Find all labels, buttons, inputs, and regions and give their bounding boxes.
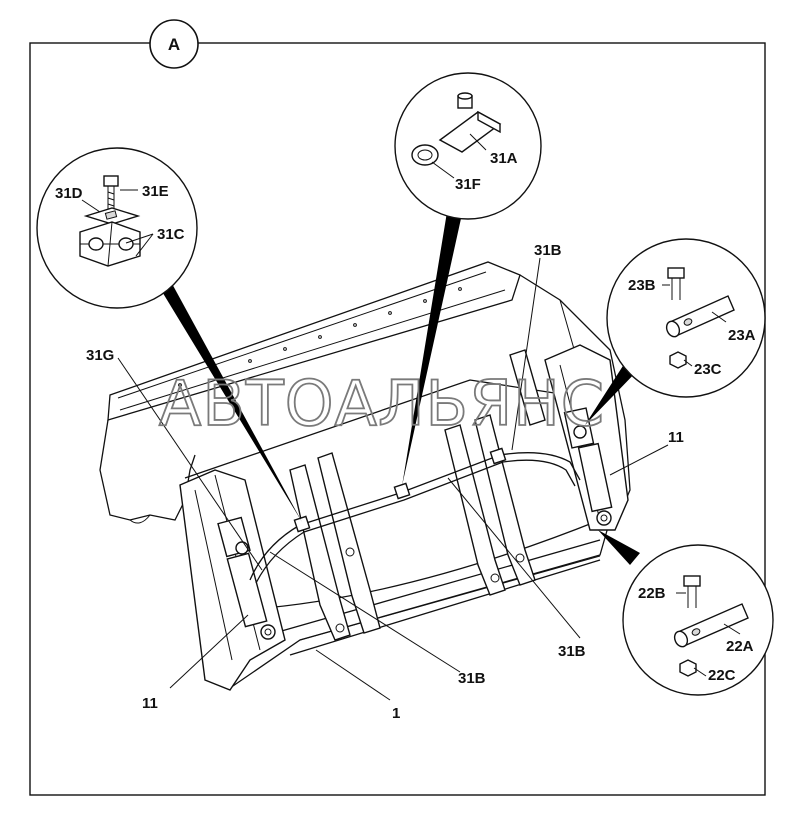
label-31g: 31G (86, 347, 114, 364)
label-31b-low: 31B (558, 643, 586, 660)
callout-22: 22B 22A 22C (622, 544, 774, 696)
callout-23: 23B 23A 23C (606, 238, 766, 398)
view-marker-label: A (168, 35, 180, 54)
bolt-23b-icon (667, 267, 685, 300)
hydraulic-line (249, 447, 581, 584)
pointer-wedge-31c (158, 280, 302, 522)
watermark-text: АВТОАЛЬЯНС (159, 367, 605, 440)
label-11-right: 11 (668, 429, 684, 446)
nut-22c-icon (679, 659, 697, 677)
label-22b: 22B (638, 585, 666, 602)
callout-31c: 31E 31D 31C (36, 147, 198, 309)
view-marker: A (149, 19, 199, 69)
pin-23a-icon (665, 295, 735, 338)
callout-31a: 31A 31F (394, 72, 542, 220)
label-23a: 23A (728, 327, 756, 344)
label-31f: 31F (455, 176, 481, 193)
nut-23c-icon (669, 351, 687, 369)
label-1: 1 (392, 705, 400, 722)
label-31a: 31A (490, 150, 518, 167)
pointer-wedge-23 (585, 358, 640, 425)
label-23b: 23B (628, 277, 656, 294)
label-22a: 22A (726, 638, 754, 655)
pointer-wedge-31a (402, 212, 462, 486)
bucket-body (99, 261, 631, 689)
label-11-left: 11 (142, 695, 158, 712)
label-22c: 22C (708, 667, 736, 684)
left-mount-bracket (179, 469, 286, 691)
tee-fitting-31a-icon (438, 92, 502, 153)
label-31b-top: 31B (534, 242, 562, 259)
label-31e: 31E (142, 183, 169, 200)
label-31d: 31D (55, 185, 83, 202)
bolt-22b-icon (683, 575, 701, 608)
clamp-31c-icon (79, 221, 141, 267)
pin-22a-icon (673, 603, 749, 648)
label-23c: 23C (694, 361, 722, 378)
seal-ring-31f-icon (411, 144, 439, 166)
pointer-wedge-22 (598, 530, 640, 565)
label-31c: 31C (157, 226, 185, 243)
label-31b-mid: 31B (458, 670, 486, 687)
leader-lines (117, 257, 669, 701)
diagram-frame (29, 42, 766, 796)
